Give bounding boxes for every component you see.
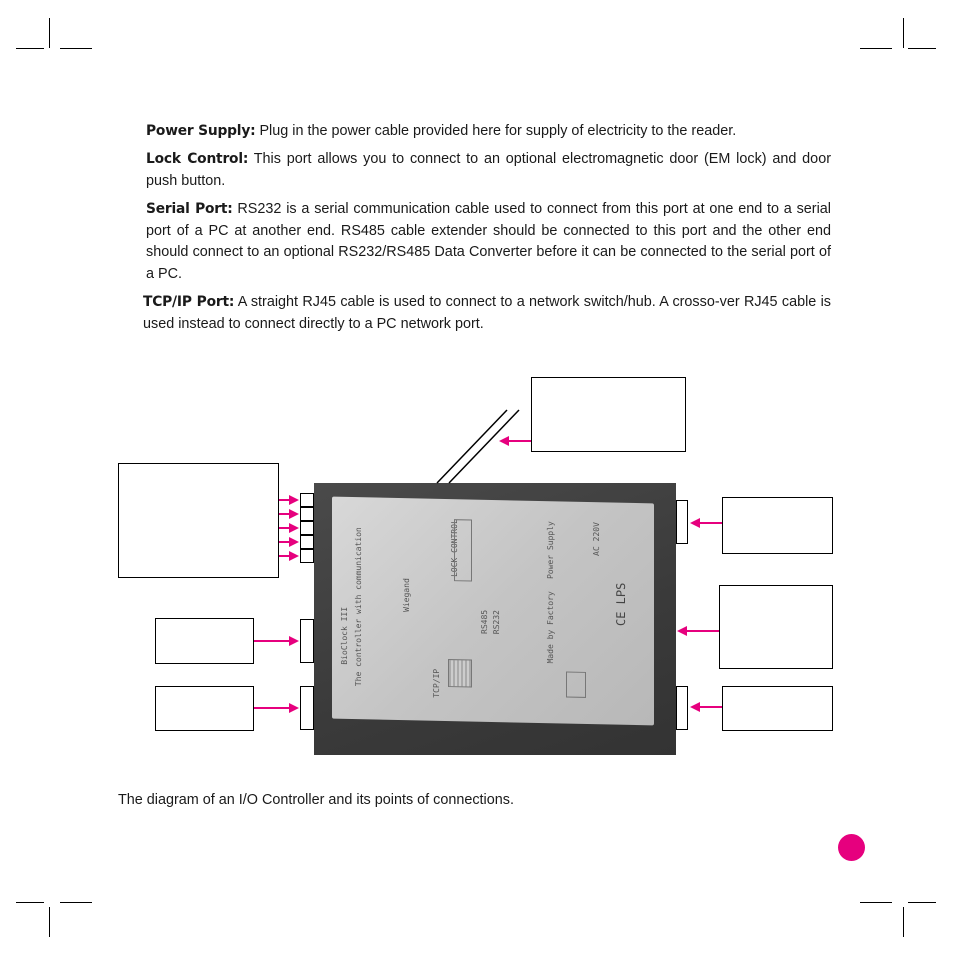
lock-control-pin: [300, 549, 314, 563]
crop-mark: [860, 902, 892, 903]
power-supply-text: Plug in the power cable provided here fo…: [255, 123, 737, 139]
tcpip-port-connector: [300, 686, 314, 730]
callout-box-serial: [155, 618, 254, 664]
lock-control-paragraph: Lock Control: This port allows you to co…: [146, 149, 831, 192]
lock-control-pin: [300, 535, 314, 549]
callout-box-lock-control: [118, 463, 279, 578]
tcpip-port-paragraph: TCP/IP Port: A straight RJ45 cable is us…: [143, 292, 831, 335]
serial-port-term: Serial Port:: [146, 201, 233, 217]
callout-box-right-bottom: [722, 686, 833, 731]
lock-control-pin: [300, 493, 314, 507]
power-cable: [436, 409, 508, 484]
crop-mark: [908, 48, 936, 49]
crop-mark: [860, 48, 892, 49]
power-supply-paragraph: Power Supply: Plug in the power cable pr…: [146, 121, 831, 143]
tcpip-port-term: TCP/IP Port:: [143, 294, 235, 310]
crop-mark: [16, 48, 44, 49]
lock-control-text: This port allows you to connect to an op…: [146, 151, 831, 189]
diagram-caption: The diagram of an I/O Controller and its…: [118, 792, 514, 808]
tcpip-port-text: A straight RJ45 cable is used to connect…: [143, 294, 832, 332]
serial-port-paragraph: Serial Port: RS232 is a serial communica…: [146, 199, 831, 285]
serial-port-connector: [300, 619, 314, 663]
crop-mark: [16, 902, 44, 903]
power-cable: [448, 409, 520, 484]
crop-mark: [908, 902, 936, 903]
callout-box-top: [531, 377, 686, 452]
crop-mark: [49, 907, 50, 937]
crop-mark: [60, 902, 92, 903]
power-supply-term: Power Supply:: [146, 123, 256, 139]
lock-control-pin: [300, 521, 314, 535]
crop-mark: [903, 18, 904, 48]
crop-mark: [49, 18, 50, 48]
callout-box-right-top: [722, 497, 833, 554]
crop-mark: [60, 48, 92, 49]
power-switch-connector: [676, 500, 688, 544]
usb-connector: [676, 686, 688, 730]
lock-control-pin: [300, 507, 314, 521]
lock-control-term: Lock Control:: [146, 151, 249, 167]
page-marker-dot: [838, 834, 865, 861]
callout-box-right-middle: [719, 585, 833, 669]
serial-port-text: RS232 is a serial communication cable us…: [146, 201, 832, 282]
callout-box-tcpip: [155, 686, 254, 731]
crop-mark: [903, 907, 904, 937]
